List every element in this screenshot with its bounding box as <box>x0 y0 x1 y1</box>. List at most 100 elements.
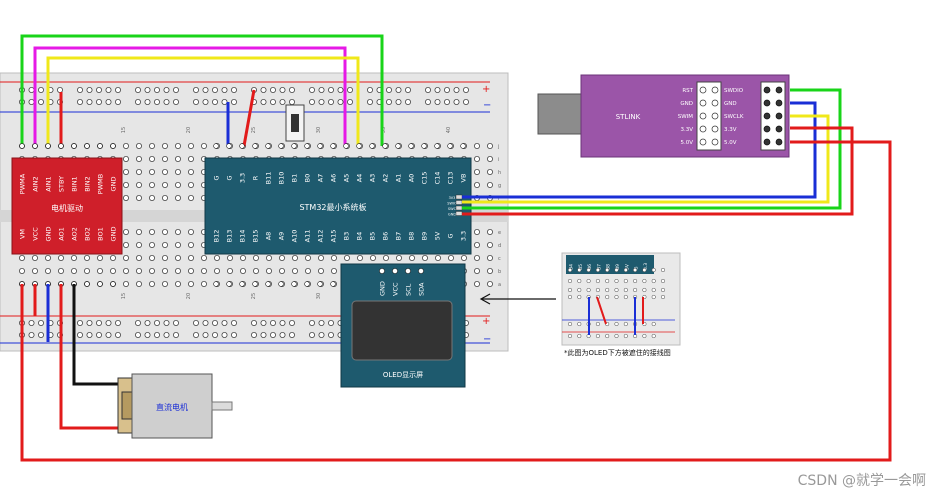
breadboard-hole <box>288 331 295 338</box>
breadboard-hole <box>77 87 84 94</box>
breadboard-hole <box>327 87 334 94</box>
breadboard-hole <box>288 87 295 94</box>
inset-hole <box>642 287 647 293</box>
breadboard-hole <box>473 241 480 248</box>
breadboard-hole <box>187 228 194 235</box>
breadboard-hole <box>187 142 194 149</box>
breadboard-column-label-top: 25 <box>251 127 257 133</box>
inset-caption: *此图为OLED下方被遮住的接线图 <box>564 348 671 357</box>
stm32-top-pin-hole <box>382 143 388 149</box>
breadboard-hole <box>473 228 480 235</box>
oled-pin-hole <box>418 268 424 274</box>
stlink-programmer: STLINK RSTGNDSWIM3.3V5.0VSWDIOGNDSWCLK3.… <box>537 74 790 158</box>
inset-hole <box>614 294 619 300</box>
stlink-left-pin-label: 3.3V <box>680 127 693 133</box>
breadboard-hole <box>421 254 428 261</box>
stlink-right-pin-label: 3.3V <box>724 127 737 133</box>
stm32-top-pin-hole <box>252 143 258 149</box>
breadboard-hole <box>486 241 493 248</box>
stm32-bottom-pin-label: B8 <box>408 232 416 241</box>
breadboard-hole <box>144 319 151 326</box>
breadboard-hole <box>202 87 209 94</box>
wires-top <box>20 34 384 147</box>
breadboard-hole <box>318 87 325 94</box>
stm32-top-pin-label: A3 <box>369 174 377 183</box>
breadboard-hole <box>144 99 151 106</box>
breadboard-hole <box>260 99 267 106</box>
breadboard-row-label: j <box>497 144 499 150</box>
inset-hole <box>567 287 573 293</box>
inset-hole <box>651 278 656 284</box>
breadboard-hole <box>250 319 257 326</box>
stm32-top-pin-hole <box>291 143 297 149</box>
breadboard-hole <box>123 228 130 235</box>
breadboard-hole <box>134 331 141 338</box>
breadboard-hole <box>96 87 103 94</box>
breadboard-hole <box>443 99 450 106</box>
stm32-bottom-pin-hole <box>304 281 310 287</box>
breadboard-hole <box>327 331 334 338</box>
inset-wire-red-1 <box>596 296 607 325</box>
breadboard-hole <box>32 254 39 261</box>
breadboard-hole <box>161 168 168 175</box>
breadboard-hole <box>192 87 199 94</box>
oled-pin-label: SDA <box>418 282 426 296</box>
breadboard-hole <box>434 99 441 106</box>
rail-minus-bottom: − <box>483 334 491 345</box>
breadboard-hole <box>135 168 142 175</box>
breadboard-hole <box>385 99 392 106</box>
inset-hole <box>660 278 666 284</box>
breadboard-hole <box>174 142 181 149</box>
breadboard-hole <box>135 280 142 287</box>
stm32-bottom-pin-hole <box>226 281 232 287</box>
breadboard-hole <box>202 331 209 338</box>
breadboard-hole <box>473 168 480 175</box>
stlink-right-pin <box>775 86 783 94</box>
breadboard-hole <box>134 319 141 326</box>
stm32-top-pin-label: G <box>226 175 234 180</box>
breadboard-hole <box>97 267 104 274</box>
breadboard-hole <box>443 87 450 94</box>
breadboard-hole <box>161 241 168 248</box>
motor-driver-top-pin-hole <box>110 143 116 149</box>
breadboard-hole <box>174 254 181 261</box>
stm32-side-pin-label: GND <box>448 213 456 217</box>
motor-driver-bottom-pin-hole <box>84 281 90 287</box>
motor-driver-bottom-pin-label: AO2 <box>71 227 79 241</box>
watermark: CSDN @就学一会啊 <box>798 473 926 489</box>
stm32-bottom-pin-label: 5V <box>434 231 442 240</box>
stlink-right-pin <box>763 138 771 146</box>
breadboard-hole <box>135 181 142 188</box>
breadboard-hole <box>77 99 84 106</box>
breadboard-row-label: b <box>498 269 501 275</box>
motor-driver-top-pin-label: AIN1 <box>45 176 53 191</box>
breadboard-hole <box>366 87 373 94</box>
breadboard-hole <box>161 142 168 149</box>
stlink-left-pin-label: SWIM <box>678 114 694 120</box>
breadboard-hole <box>123 194 130 201</box>
inset-hole <box>642 278 647 284</box>
inset-hole <box>623 278 628 284</box>
inset-hole <box>595 267 600 273</box>
breadboard-hole <box>221 99 228 106</box>
breadboard-hole <box>213 267 220 274</box>
wire-green-pwma <box>20 34 384 146</box>
breadboard-hole <box>174 241 181 248</box>
breadboard-hole <box>473 254 480 261</box>
breadboard-hole <box>123 280 130 287</box>
wire-green-swdio <box>462 88 842 210</box>
breadboard-hole <box>144 331 151 338</box>
stm32-bottom-pin-hole <box>213 281 219 287</box>
breadboard-hole <box>123 267 130 274</box>
inset-hole <box>660 287 666 293</box>
wire-red-3v3 <box>462 126 854 216</box>
breadboard-hole <box>161 267 168 274</box>
breadboard-column-label-bottom: 30 <box>316 293 322 299</box>
stlink-right-pin <box>763 99 771 107</box>
inset-hole <box>651 287 656 293</box>
stlink-right-pin-label: SWDIO <box>724 88 744 94</box>
inset-rail-hole <box>651 321 656 327</box>
stm32-bottom-pin-label: B6 <box>382 232 390 241</box>
breadboard-hole <box>148 155 155 162</box>
